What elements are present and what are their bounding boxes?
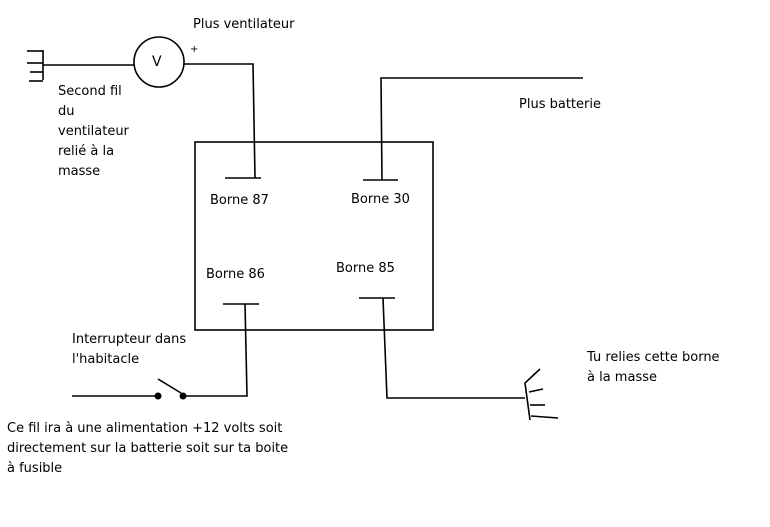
interrupteur-label: Interrupteur dans l'habitacle	[72, 330, 186, 370]
interrupteur-line-2: l'habitacle	[72, 352, 140, 367]
second-fil-line-3: ventilateur	[58, 124, 129, 139]
relay-box	[194, 141, 434, 331]
switch-icon	[154, 378, 187, 400]
second-fil-line-4: relié à la	[58, 144, 115, 159]
fan-symbol-label: V	[152, 54, 162, 70]
borne-86-label: Borne 86	[206, 267, 265, 282]
tu-relies-line-1: Tu relies cette borne	[587, 350, 720, 365]
plus-ventilateur-label: Plus ventilateur	[193, 17, 295, 32]
interrupteur-line-1: Interrupteur dans	[72, 332, 187, 347]
plus-sign: +	[190, 44, 199, 55]
tu-relies-label: Tu relies cette borne à la masse	[587, 348, 720, 388]
wire-fan-to-borne-87	[184, 63, 256, 179]
ground-right-icon	[524, 368, 559, 421]
borne-85-label: Borne 85	[336, 261, 395, 276]
wire-batterie-to-borne-30	[380, 77, 583, 181]
ce-fil-line-2: directement sur la batterie soit sur ta …	[7, 441, 289, 456]
fan-icon	[133, 36, 185, 88]
wire-borne-86-to-switch	[183, 303, 248, 397]
wire-borne-85-to-ground	[382, 297, 525, 399]
ce-fil-line-3: à fusible	[7, 461, 63, 476]
borne-87-label: Borne 87	[210, 193, 269, 208]
ce-fil-line-1: Ce fil ira à une alimentation +12 volts …	[7, 421, 283, 436]
tu-relies-line-2: à la masse	[587, 370, 657, 385]
plus-batterie-label: Plus batterie	[519, 97, 601, 112]
borne-30-label: Borne 30	[351, 192, 410, 207]
second-fil-label: Second fil du ventilateur relié à la mas…	[58, 82, 129, 182]
second-fil-line-1: Second fil	[58, 84, 122, 99]
second-fil-line-2: du	[58, 104, 75, 119]
ground-left-icon	[27, 50, 44, 82]
ce-fil-label: Ce fil ira à une alimentation +12 volts …	[7, 419, 288, 479]
second-fil-line-5: masse	[58, 164, 101, 179]
